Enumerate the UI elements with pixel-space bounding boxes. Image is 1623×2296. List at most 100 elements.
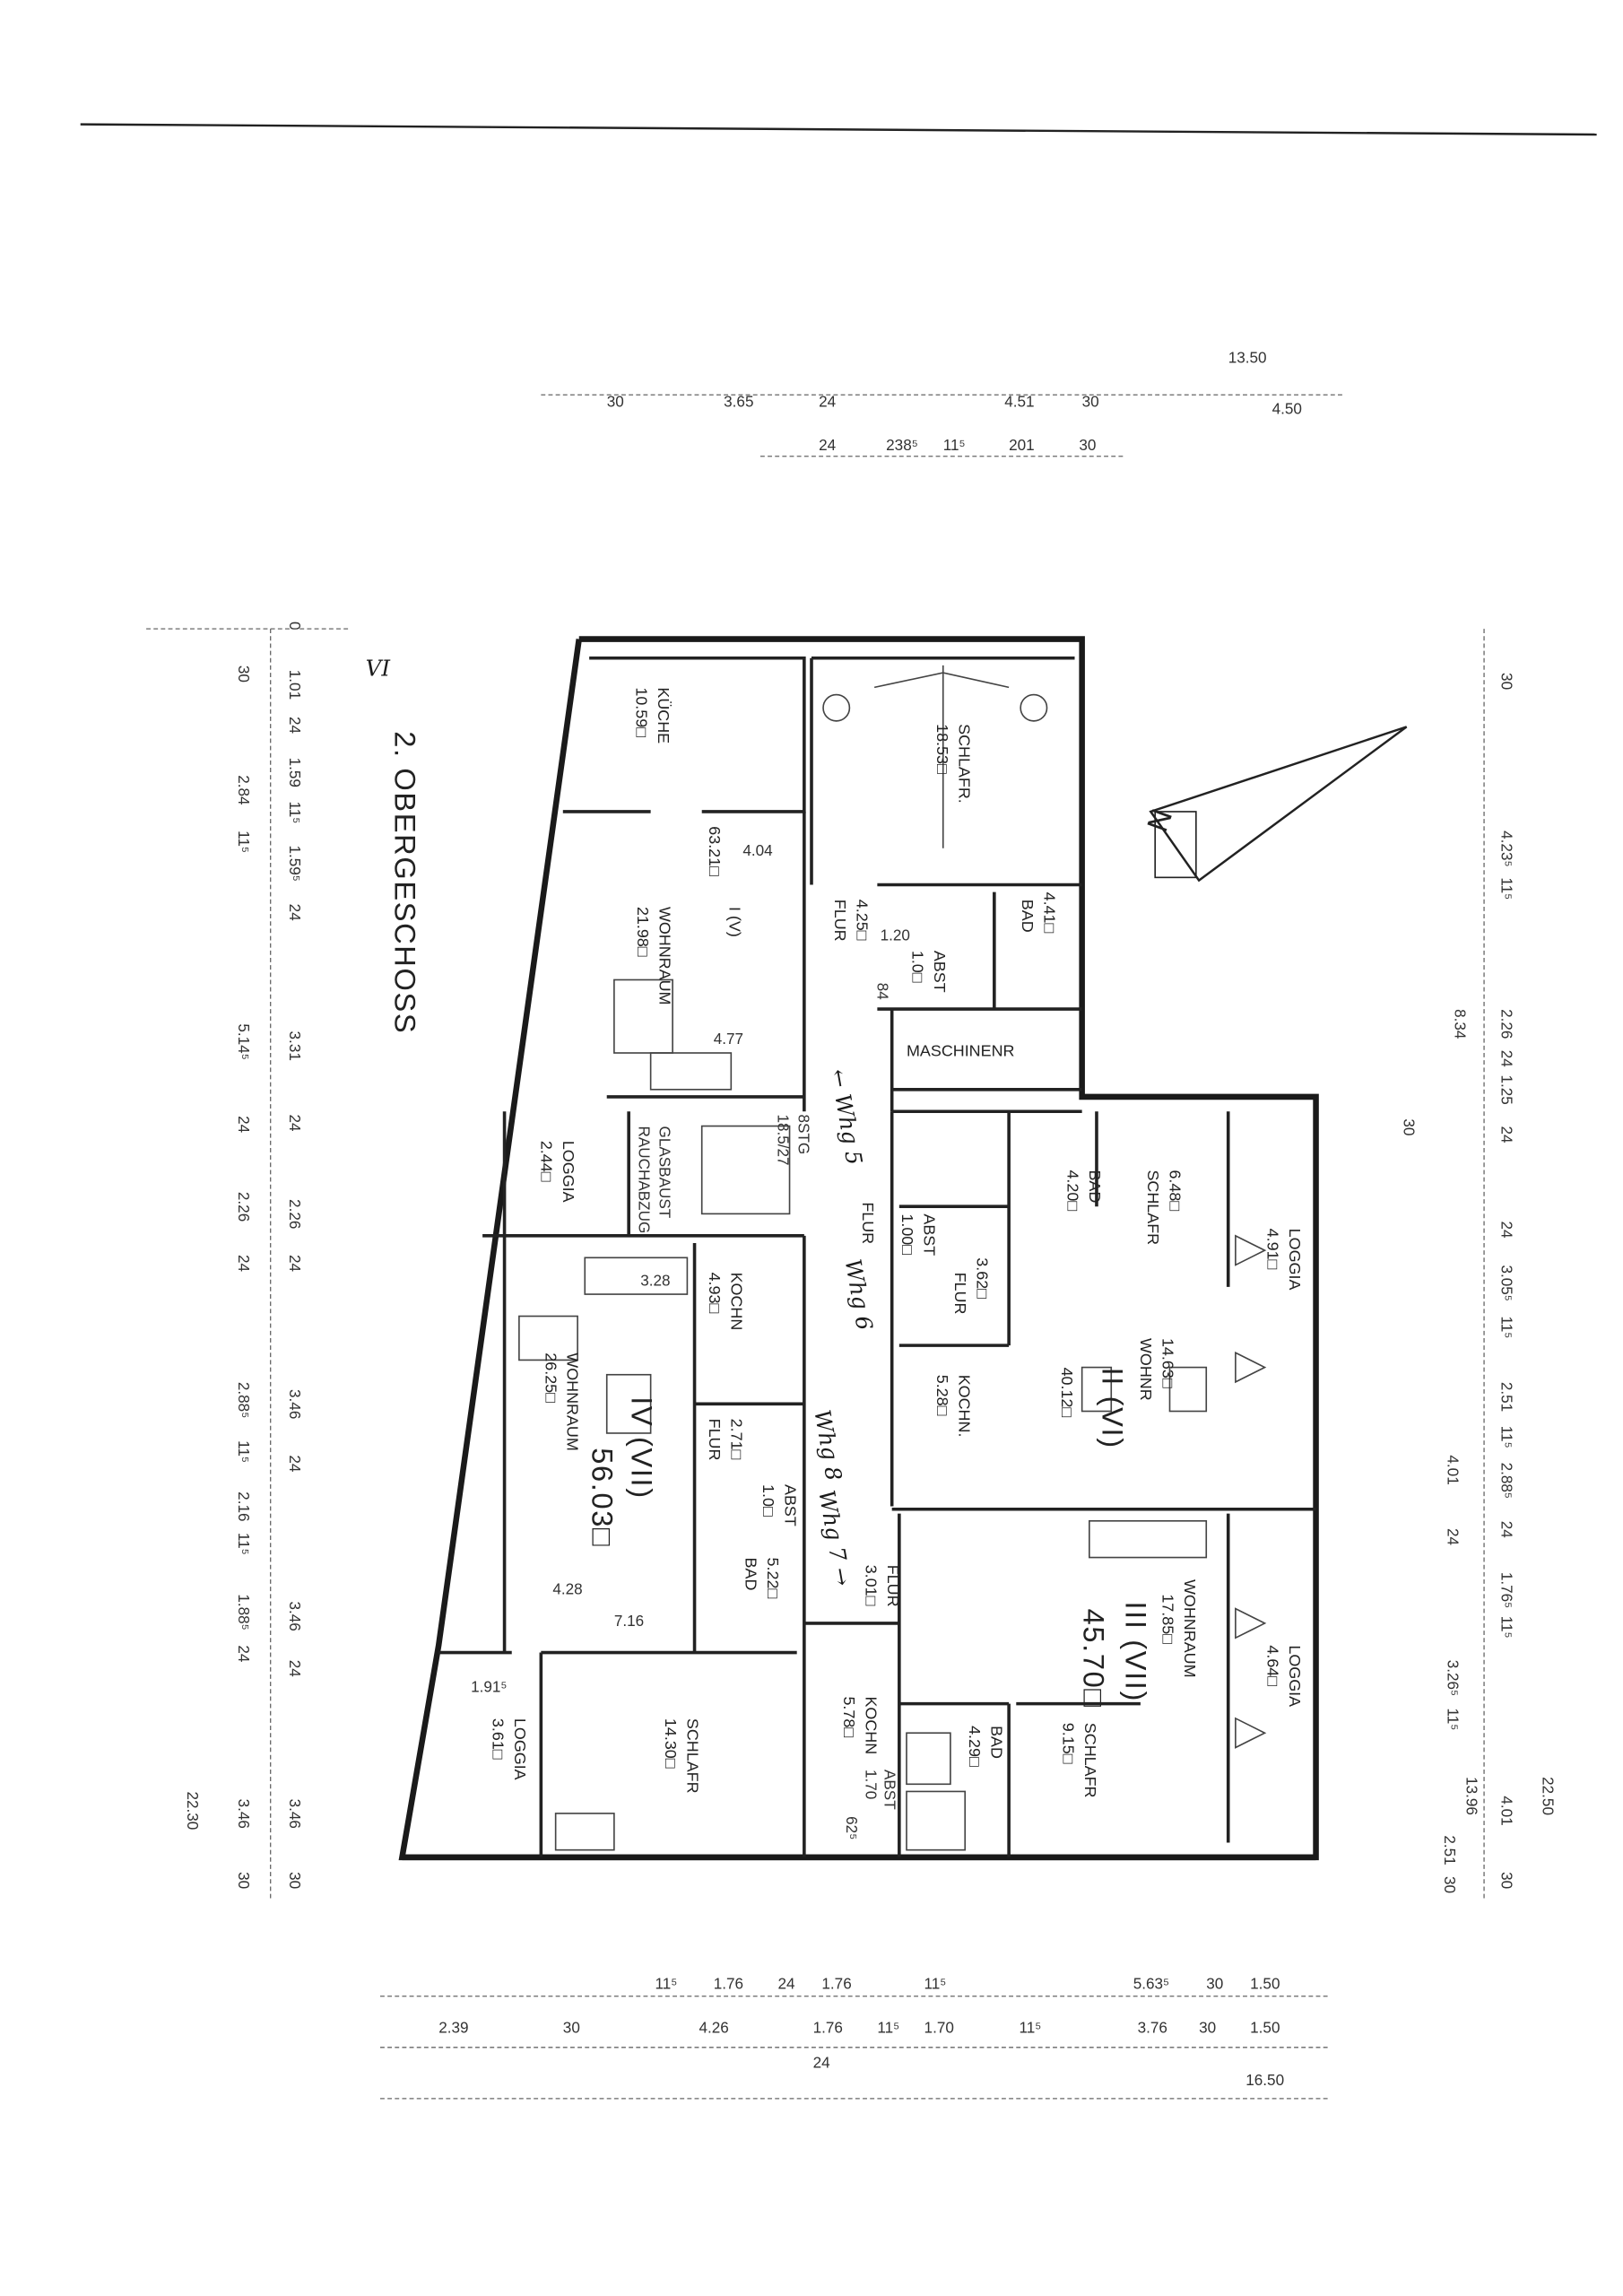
dimension: 13.50 bbox=[1228, 349, 1267, 366]
room-label: KOCHN bbox=[727, 1273, 745, 1331]
dimension: 30 bbox=[235, 1872, 252, 1889]
unit-name: I (V) bbox=[726, 907, 744, 937]
dimension: 1.88⁵ bbox=[235, 1594, 252, 1630]
dimension: 1.91⁵ bbox=[471, 1679, 507, 1696]
room-label: SCHLAFR bbox=[683, 1718, 701, 1794]
room-label: LOGGIA bbox=[511, 1718, 529, 1780]
dimension: 24 bbox=[1498, 1126, 1515, 1144]
room-label: BAD bbox=[1086, 1170, 1104, 1203]
room-label: LOGGIA bbox=[1286, 1645, 1304, 1707]
room-area: 6.48□ bbox=[1166, 1170, 1184, 1211]
dimension: 11⁵ bbox=[235, 1440, 252, 1463]
room-area: 14.63□ bbox=[1159, 1338, 1176, 1388]
room-area: 1.00□ bbox=[898, 1213, 916, 1255]
dimension: 24 bbox=[235, 1255, 252, 1273]
dimension: 24 bbox=[286, 904, 303, 922]
handwritten-note: Whg 7 → bbox=[813, 1488, 855, 1587]
dimension: 238⁵ bbox=[886, 437, 918, 454]
room-area: 4.93□ bbox=[706, 1273, 724, 1314]
unit-name: IV (VII) bbox=[625, 1396, 658, 1500]
dimension: 24 bbox=[286, 1660, 303, 1678]
room-label: FLUR bbox=[831, 900, 849, 942]
top-rule-line bbox=[80, 123, 1597, 136]
dimension: 201 bbox=[1009, 437, 1035, 454]
dimension: 30 bbox=[1082, 393, 1099, 410]
unit-total: 45.70□ bbox=[1077, 1609, 1110, 1709]
dimension-lines bbox=[146, 394, 1485, 2100]
dimension: 16.50 bbox=[1245, 2072, 1284, 2089]
room-area: 4.29□ bbox=[966, 1726, 984, 1767]
dimension: 11⁵ bbox=[286, 802, 303, 824]
dimension: 1.59 bbox=[286, 758, 303, 787]
room-area: 3.61□ bbox=[490, 1718, 508, 1760]
dimension: 13.96 bbox=[1462, 1777, 1480, 1815]
dimension: 11⁵ bbox=[943, 437, 966, 454]
dimension: 3.65 bbox=[724, 393, 753, 410]
dimension: 30 bbox=[1400, 1118, 1417, 1135]
dimension: 24 bbox=[286, 1255, 303, 1273]
dimension: 11⁵ bbox=[1498, 877, 1515, 900]
dimension: 24 bbox=[286, 1455, 303, 1473]
room-area: 4.64□ bbox=[1264, 1645, 1282, 1686]
room-sublabel: 18.5/27 bbox=[774, 1114, 791, 1165]
dimension: 1.76⁵ bbox=[1498, 1572, 1515, 1608]
room-area: 5.78□ bbox=[840, 1696, 858, 1737]
room-area: 1.0□ bbox=[909, 951, 927, 983]
room-sublabel: RAUCHABZUG bbox=[636, 1126, 653, 1234]
room-label: LOGGIA bbox=[560, 1141, 577, 1203]
room-label: ABST bbox=[782, 1484, 800, 1526]
dimension: 3.46 bbox=[286, 1601, 303, 1631]
room-label: SCHLAFR. bbox=[956, 724, 974, 804]
dimension: 2.39 bbox=[438, 2019, 468, 2036]
dimension: 62⁵ bbox=[843, 1816, 860, 1839]
title-scribble: VI bbox=[366, 655, 392, 681]
dimension: 2.84 bbox=[235, 775, 252, 805]
dimension: 11⁵ bbox=[924, 1976, 947, 1993]
dimension: 24 bbox=[819, 393, 837, 410]
dimension: 2.26 bbox=[286, 1199, 303, 1229]
room-label: WOHNRAUM bbox=[1181, 1579, 1199, 1678]
furniture-fixtures bbox=[518, 665, 1267, 1851]
unit-total: 40.12□ bbox=[1058, 1368, 1076, 1418]
room-label: SCHLAFR bbox=[1081, 1723, 1099, 1798]
unit-name: II (VI) bbox=[1096, 1368, 1129, 1449]
dimension: 11⁵ bbox=[1498, 1317, 1515, 1339]
dimension: 22.50 bbox=[1539, 1777, 1556, 1815]
room-label: FLUR bbox=[884, 1565, 902, 1607]
room-area: 2.71□ bbox=[727, 1419, 745, 1460]
dimension: 11⁵ bbox=[235, 1533, 252, 1555]
room-label: FLUR bbox=[951, 1273, 969, 1315]
room-area: 3.62□ bbox=[973, 1257, 991, 1299]
dimension: 11⁵ bbox=[1020, 2019, 1042, 2036]
walls bbox=[398, 636, 1319, 1861]
dimension: 4.77 bbox=[714, 1031, 743, 1048]
room-label: FLUR bbox=[859, 1202, 877, 1244]
room-label: ABST bbox=[931, 951, 949, 993]
dimension: 3.46 bbox=[286, 1799, 303, 1829]
dimension: 24 bbox=[286, 1114, 303, 1132]
dimension: 30 bbox=[563, 2019, 580, 2036]
dimension: 2.88⁵ bbox=[1498, 1463, 1515, 1499]
dimension: 30 bbox=[286, 1872, 303, 1889]
dimension: 24 bbox=[286, 717, 303, 735]
dimension: 1.50 bbox=[1250, 2019, 1280, 2036]
dimension: 1.59⁵ bbox=[286, 845, 303, 881]
dimension: 24 bbox=[813, 2055, 831, 2072]
room-area: 14.30□ bbox=[662, 1718, 680, 1769]
room-area: 5.28□ bbox=[933, 1375, 951, 1416]
room-label: MASCHINENR bbox=[907, 1041, 1015, 1059]
dimension: 1.76 bbox=[821, 1976, 851, 1993]
unit-total: 63.21□ bbox=[706, 826, 724, 876]
dimension: 30 bbox=[1441, 1876, 1458, 1893]
room-area: 26.25□ bbox=[542, 1352, 560, 1403]
room-label: GLASBAUST bbox=[655, 1126, 673, 1219]
dimension: 1.50 bbox=[1250, 1976, 1280, 1993]
dimension: 11⁵ bbox=[1498, 1426, 1515, 1448]
dimension: 3.05⁵ bbox=[1498, 1265, 1515, 1300]
dimension: 5.63⁵ bbox=[1133, 1976, 1169, 1993]
dimension: 4.50 bbox=[1272, 400, 1302, 417]
dimension: 4.23⁵ bbox=[1498, 831, 1515, 866]
dimension: 2.16 bbox=[235, 1492, 252, 1521]
dimension: 4.26 bbox=[699, 2019, 728, 2036]
room-area: 4.25□ bbox=[854, 900, 872, 941]
